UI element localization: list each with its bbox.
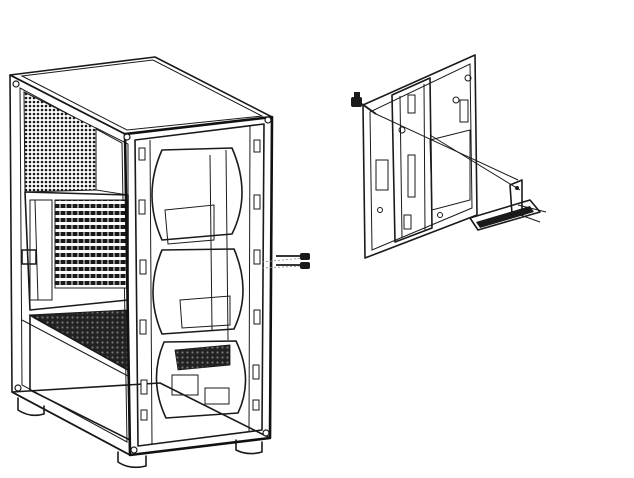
case-front-frame	[123, 115, 274, 457]
front-fan-mounts	[151, 147, 247, 419]
pc-case	[9, 56, 274, 469]
front-lower-mesh	[174, 344, 231, 371]
interior-cutout-area	[54, 199, 128, 289]
case-feet	[17, 397, 263, 469]
screw-icon	[351, 92, 377, 115]
top-mesh-filter	[23, 91, 97, 193]
screw-icon	[276, 253, 310, 260]
mounting-plate	[362, 54, 478, 259]
expansion-slot-bracket	[469, 179, 547, 231]
detail-view-bracket	[351, 54, 547, 259]
screw-icon	[276, 262, 310, 269]
front-rail-holes	[138, 139, 261, 421]
frame-corner-screws	[12, 80, 272, 454]
screw-guide-line	[261, 257, 304, 263]
